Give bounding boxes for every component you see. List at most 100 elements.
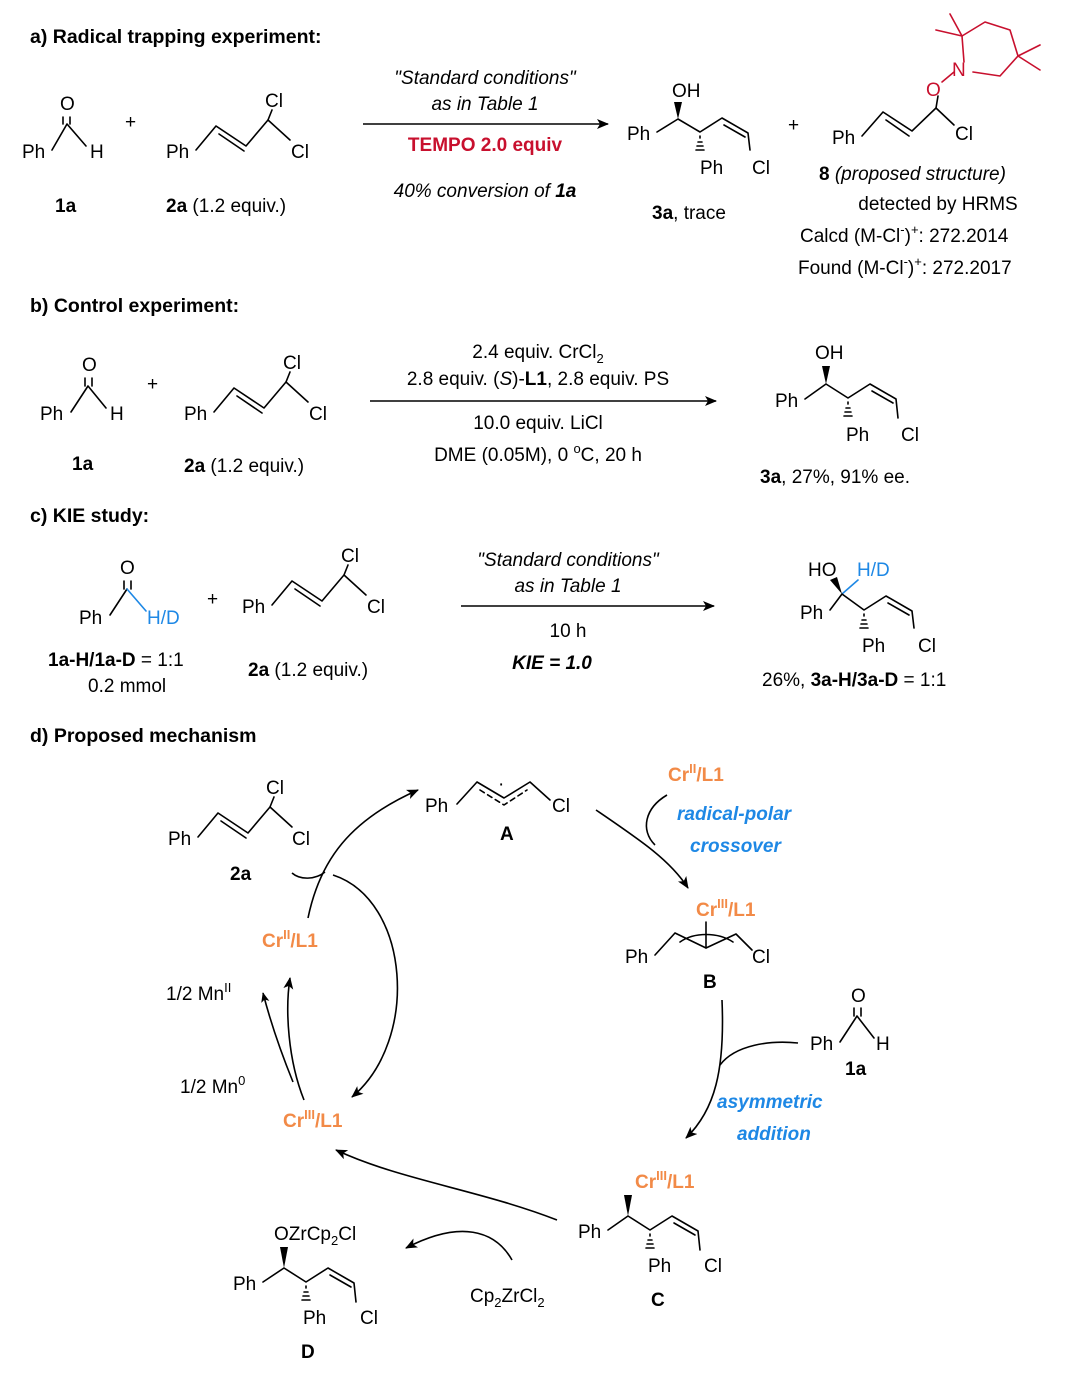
cp2zrcl2-text: Cp2ZrCl2 bbox=[470, 1286, 545, 1310]
cl-text: Cl bbox=[360, 1308, 378, 1329]
cl-text: Cl bbox=[309, 404, 327, 425]
ph-text: Ph bbox=[168, 829, 191, 850]
label-1a: 1a bbox=[72, 454, 94, 475]
cl-text: Cl bbox=[292, 829, 310, 850]
label-2a: 2a bbox=[230, 864, 252, 885]
product-3a-hd-structure: HO H/D Ph Ph Cl bbox=[800, 560, 936, 657]
tempo-adduct-8-structure: Ph Cl O N bbox=[832, 13, 1041, 149]
o-text: O bbox=[926, 80, 941, 101]
ph-text: Ph bbox=[648, 1256, 671, 1277]
ph-text: Ph bbox=[425, 796, 448, 817]
label-C: C bbox=[651, 1290, 665, 1311]
section-b-title: b) Control experiment: bbox=[30, 295, 239, 317]
mn-arrow bbox=[261, 992, 294, 1083]
section-c: c) KIE study: Ph O H/D 1a-H/1a-D = 1:1 0… bbox=[30, 505, 946, 697]
arrow-to-D bbox=[405, 1230, 513, 1261]
curved-arrow-1a bbox=[719, 1041, 799, 1066]
section-a-title: a) Radical trapping experiment: bbox=[30, 26, 321, 48]
condition-line-1: 2.4 equiv. CrCl2 bbox=[472, 342, 604, 366]
conversion-text: 40% conversion of 1a bbox=[394, 181, 577, 202]
cr3-l1-left: CrIII/L1 bbox=[283, 1107, 343, 1132]
section-d: d) Proposed mechanism Ph Cl Cl 2a Ph · C… bbox=[30, 725, 890, 1363]
kie-value: KIE = 1.0 bbox=[512, 653, 592, 674]
n-text: N bbox=[952, 60, 966, 81]
label-A: A bbox=[500, 824, 514, 845]
dichloride-2a-structure: Ph Cl Cl bbox=[242, 546, 385, 618]
product-3a-label: 3a, 27%, 91% ee. bbox=[760, 467, 910, 488]
cl-text: Cl bbox=[955, 124, 973, 145]
plus-sign: + bbox=[788, 115, 799, 136]
hd-text: H/D bbox=[147, 608, 180, 629]
product-8-label: 8 (proposed structure) bbox=[819, 164, 1006, 185]
o-text: O bbox=[120, 558, 135, 579]
ph-text: Ph bbox=[22, 142, 45, 163]
product-3a-label: 3a, trace bbox=[652, 203, 726, 224]
label-D: D bbox=[301, 1342, 315, 1363]
section-a: a) Radical trapping experiment: Ph H O 1… bbox=[22, 13, 1041, 279]
crossover-text: crossover bbox=[690, 836, 782, 857]
o-text: O bbox=[60, 94, 75, 115]
product-3a-hd-label: 26%, 3a-H/3a-D = 1:1 bbox=[762, 670, 946, 691]
cl-text: Cl bbox=[704, 1256, 722, 1277]
o-text: O bbox=[82, 355, 97, 376]
dichloride-2a-structure: Ph Cl Cl bbox=[184, 353, 327, 425]
benzaldehyde-1a-structure: Ph H O bbox=[40, 355, 124, 425]
svg-text:CrIII/L1: CrIII/L1 bbox=[635, 1168, 695, 1193]
oh-text: OH bbox=[672, 81, 701, 102]
dichloride-2a-structure: Ph Cl Cl bbox=[166, 91, 309, 163]
cl-text: Cl bbox=[265, 91, 283, 112]
curved-arrow-2a bbox=[291, 871, 326, 879]
mn-ii-text: 1/2 MnII bbox=[166, 980, 231, 1005]
hd-text: H/D bbox=[857, 560, 890, 581]
ph-text: Ph bbox=[40, 404, 63, 425]
product-3a-structure: OH Ph Ph Cl bbox=[627, 81, 770, 179]
cl-text: Cl bbox=[918, 636, 936, 657]
mn-0-text: 1/2 Mn0 bbox=[180, 1073, 245, 1098]
section-d-title: d) Proposed mechanism bbox=[30, 725, 256, 747]
benzaldehyde-1a-structure: Ph H O bbox=[22, 94, 104, 163]
label-2a-line: 2a (1.2 equiv.) bbox=[248, 660, 368, 681]
cycle-arrow-A-to-B bbox=[595, 809, 689, 889]
tempo-condition: TEMPO 2.0 equiv bbox=[408, 135, 563, 156]
label-1a: 1a bbox=[55, 196, 77, 217]
condition-line-2: as in Table 1 bbox=[514, 576, 621, 597]
cycle-arrow-B-to-C bbox=[685, 999, 724, 1139]
radical-polar-text: radical-polar bbox=[677, 804, 793, 825]
o-text: O bbox=[851, 986, 866, 1007]
ph-text: Ph bbox=[233, 1274, 256, 1295]
label-1a-hd: 1a-H/1a-D = 1:1 bbox=[48, 650, 184, 671]
dichloride-2a-structure: Ph Cl Cl bbox=[168, 778, 310, 850]
cr2-l1-reagent: CrII/L1 bbox=[668, 761, 724, 786]
addition-text: addition bbox=[737, 1124, 811, 1145]
label-2a-suffix: (1.2 equiv.) bbox=[187, 196, 286, 217]
ph-text: Ph bbox=[846, 425, 869, 446]
zirconium-alkoxide-D-structure: OZrCp2Cl Ph Ph Cl bbox=[233, 1224, 378, 1329]
cl-text: Cl bbox=[552, 796, 570, 817]
found-text: Found (M-Cl-)+: 272.2017 bbox=[798, 254, 1012, 279]
cycle-arrow-2a-to-CrIII bbox=[332, 874, 399, 1098]
cl-text: Cl bbox=[266, 778, 284, 799]
product-3a-structure: OH Ph Ph Cl bbox=[775, 343, 919, 446]
cycle-arrow-2a-to-A bbox=[307, 789, 419, 919]
ph-text: Ph bbox=[166, 142, 189, 163]
ph-text: Ph bbox=[810, 1034, 833, 1055]
condition-line-2: as in Table 1 bbox=[431, 94, 538, 115]
condition-line-1: "Standard conditions" bbox=[394, 68, 577, 89]
benzaldehyde-1a-hd-structure: Ph O H/D bbox=[79, 558, 180, 629]
cr3-l1-on-B: CrIII/L1 bbox=[696, 896, 756, 921]
ph-text: Ph bbox=[700, 158, 723, 179]
condition-line-3: 10 h bbox=[550, 621, 587, 642]
allylchromium-B-structure: Ph Cl bbox=[625, 921, 770, 968]
condition-line-4: DME (0.05M), 0 oC, 20 h bbox=[434, 441, 642, 466]
label-B: B bbox=[703, 972, 717, 993]
ho-text: HO bbox=[808, 560, 837, 581]
condition-line-3: 10.0 equiv. LiCl bbox=[473, 413, 603, 434]
plus-sign: + bbox=[125, 112, 136, 133]
allyl-radical-A-structure: Ph · Cl bbox=[425, 774, 570, 817]
asymmetric-text: asymmetric bbox=[717, 1092, 823, 1113]
curved-arrow-crii bbox=[645, 794, 668, 846]
plus-sign: + bbox=[207, 589, 218, 610]
ph-text: Ph bbox=[862, 636, 885, 657]
condition-line-2: 2.8 equiv. (S)-L1, 2.8 equiv. PS bbox=[407, 369, 669, 390]
